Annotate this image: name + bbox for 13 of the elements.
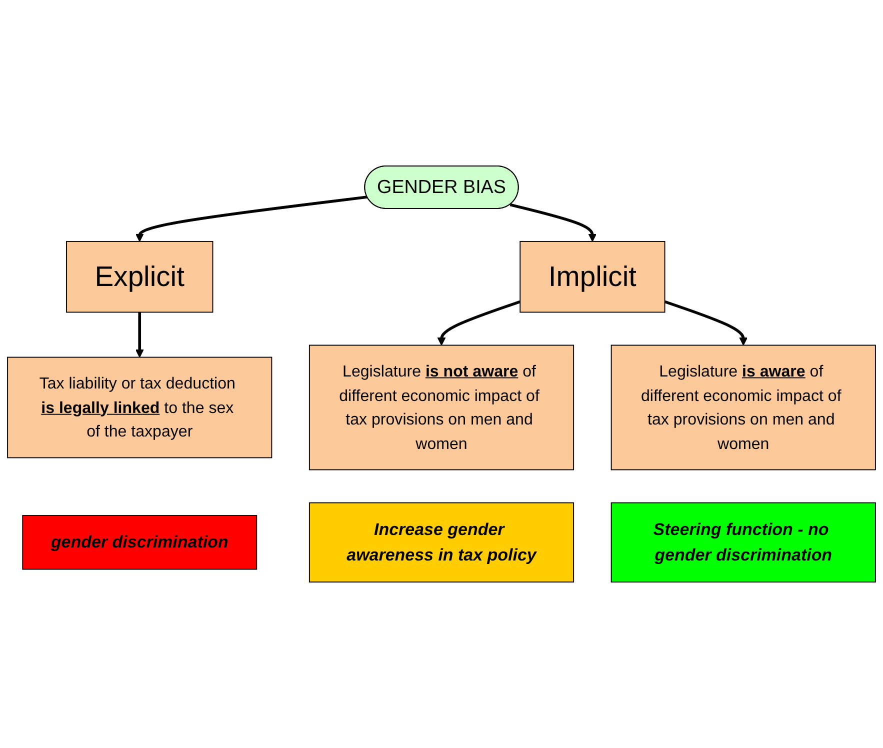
arrow (135, 196, 368, 242)
node-box: Implicit (520, 240, 666, 313)
arrow (664, 300, 748, 346)
arrow (510, 203, 597, 242)
node-box: gender discrimination (22, 515, 258, 570)
node-box: Legislature is not aware of different economic impact of tax provisions on men and women (308, 344, 574, 470)
node-box: Steering function - no gender discrimination (610, 502, 876, 582)
arrow (437, 300, 521, 346)
node-box: Tax liability or tax deduction is legally linked to the sex of the taxpayer (7, 356, 272, 458)
node-box: Increase gender awareness in tax policy (308, 502, 574, 582)
node-box: Legislature is aware of different economic impact of tax provisions on men and women (610, 344, 876, 470)
node-box: Explicit (66, 240, 214, 313)
arrow (135, 312, 144, 358)
